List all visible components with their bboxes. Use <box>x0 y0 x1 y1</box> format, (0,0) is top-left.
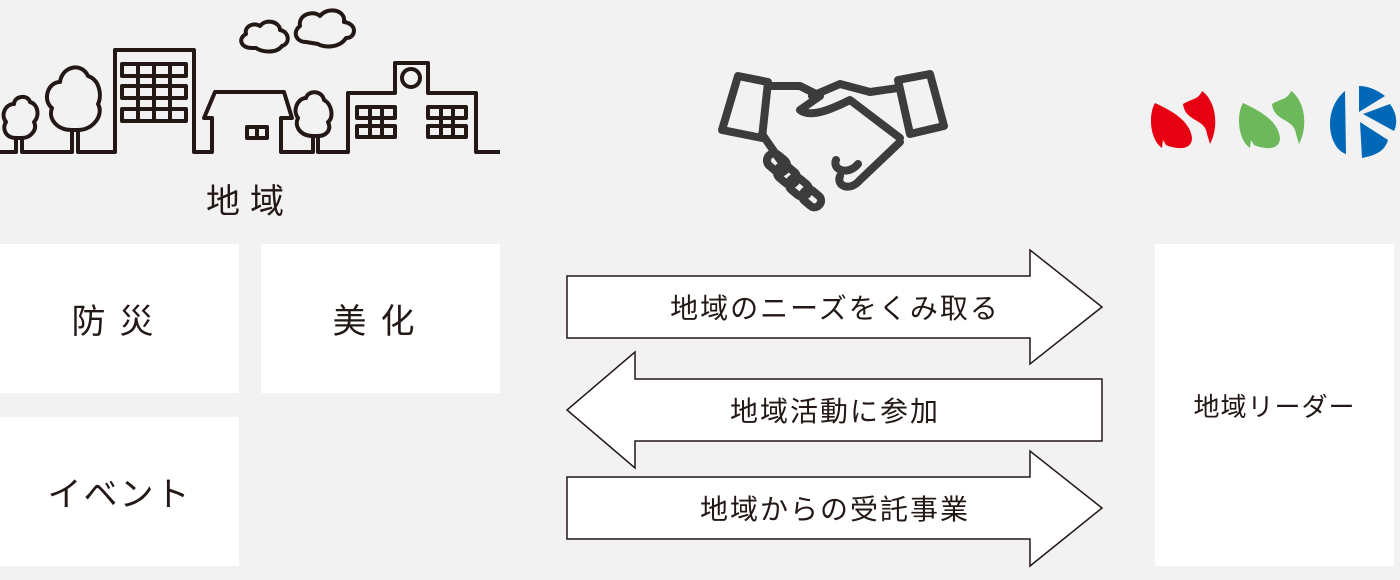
arrow-label-2: 地域活動に参加 <box>729 395 940 428</box>
arrow-label-3: 地域からの受託事業 <box>699 493 970 526</box>
activity-box-event: イベント <box>0 417 239 566</box>
community-label: 地域 <box>206 181 294 222</box>
arrow-label-1: 地域のニーズをくみ取る <box>670 292 1000 325</box>
logo-k-shape <box>1330 86 1397 158</box>
town-skyline-icon <box>0 8 500 154</box>
activity-box-disaster: 防災 <box>0 244 239 393</box>
nnk-logo <box>1150 86 1397 158</box>
logo-n2-shape <box>1238 91 1305 149</box>
handshake-icon <box>718 70 948 212</box>
arrows <box>565 248 1104 568</box>
leader-box: 地域リーダー <box>1155 244 1394 566</box>
arrow-left-2 <box>565 350 1103 470</box>
arrow-right-1 <box>566 248 1104 366</box>
logo-n1-shape <box>1150 91 1216 149</box>
arrow-right-3 <box>566 449 1104 568</box>
activity-box-cleanup: 美化 <box>261 244 500 393</box>
